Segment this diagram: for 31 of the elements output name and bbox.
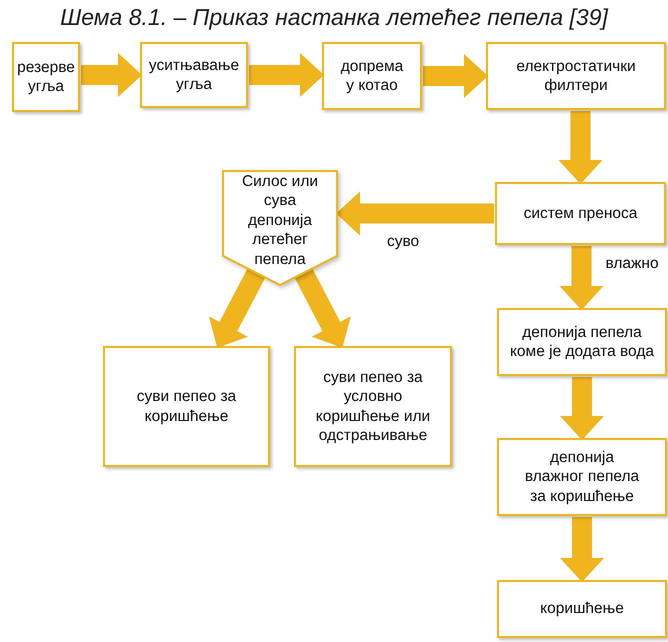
process-box: [103, 346, 270, 467]
block-arrow: [560, 246, 604, 310]
process-box: [12, 42, 80, 112]
node-text: депонија влажног пепела за коришћење: [524, 448, 640, 506]
block-arrow: [249, 53, 324, 97]
diagram-title: Шема 8.1. – Приказ настанка летећег пепела [39]: [59, 4, 610, 31]
process-box: [140, 42, 248, 108]
node-text: уситњавање угља: [148, 56, 240, 94]
node-text: коришћење: [539, 599, 625, 619]
process-box: [294, 346, 452, 467]
node-text: суви пепео за коришћење: [136, 387, 238, 426]
node-text: електростатички филтери: [515, 56, 637, 96]
node-text: депонија пепела коме је додата вода: [508, 322, 656, 362]
pentagon-box: [222, 170, 338, 286]
block-arrow: [558, 111, 602, 184]
node-text: систем преноса: [522, 204, 638, 224]
process-box: [486, 42, 666, 110]
process-box: [495, 182, 666, 245]
process-box: [322, 42, 422, 110]
process-box: [497, 308, 667, 376]
block-arrow: [560, 377, 604, 440]
node-text: Силос или сува депонија летећег пепела: [240, 172, 320, 269]
block-arrow: [336, 192, 494, 236]
node-text: резерве угља: [16, 58, 76, 96]
block-arrow: [81, 53, 142, 97]
block-arrow: [423, 54, 488, 98]
block-arrow: [560, 517, 604, 582]
node-text: допрема у котао: [340, 56, 404, 96]
process-box: [497, 580, 667, 638]
process-box: [497, 438, 667, 516]
node-text: суви пепео за условно коришћење или одстрањивање: [314, 368, 432, 446]
